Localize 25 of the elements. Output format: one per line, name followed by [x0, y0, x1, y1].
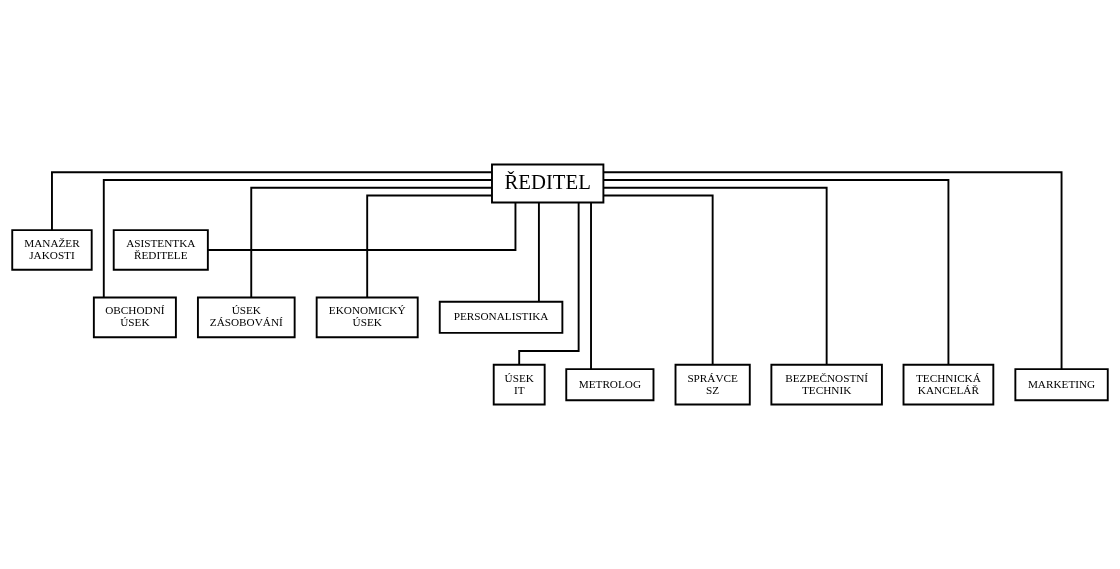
connector	[602, 186, 828, 366]
connector	[51, 171, 493, 231]
connector	[537, 201, 540, 303]
node-box: BEZPEČNOSTNÍ TECHNIK	[770, 363, 883, 406]
node-box: MARKETING	[1014, 368, 1109, 402]
connector	[518, 201, 580, 366]
connector	[250, 186, 493, 299]
connector	[602, 179, 950, 366]
node-box: SPRÁVCE SZ	[674, 363, 751, 406]
node-box: ÚSEK ZÁSOBOVÁNÍ	[196, 296, 296, 339]
node-box: TECHNICKÁ KANCELÁŘ	[902, 363, 995, 406]
node-box: MANAŽER JAKOSTI	[11, 229, 93, 271]
connector	[602, 171, 1063, 370]
node-box: ASISTENTKA ŘEDITELE	[112, 229, 209, 271]
node-box: EKONOMICKÝ ÚSEK	[315, 296, 419, 339]
node-box: METROLOG	[565, 368, 655, 402]
node-box: PERSONALISTIKA	[438, 300, 564, 334]
connector	[206, 201, 517, 251]
node-box: OBCHODNÍ ÚSEK	[92, 296, 177, 339]
connector	[366, 194, 493, 299]
node-box: ŘEDITEL	[491, 163, 605, 204]
connector	[602, 194, 714, 366]
connector	[102, 179, 493, 299]
node-box: ÚSEK IT	[492, 363, 546, 406]
connector	[590, 201, 592, 371]
